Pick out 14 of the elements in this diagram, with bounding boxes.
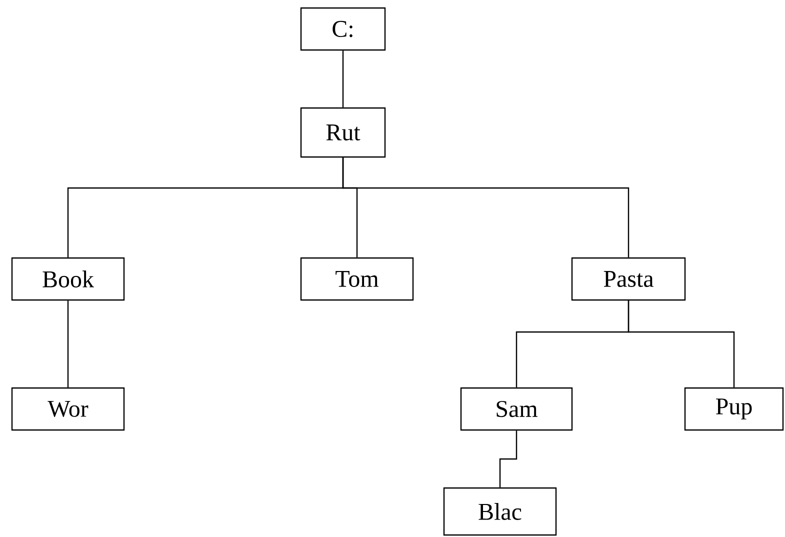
tree-node-box: C:	[300, 7, 386, 51]
tree-node-box: Book	[11, 257, 125, 301]
tree-connector	[67, 300, 69, 388]
tree-node-box: Pup	[684, 387, 784, 431]
tree-connector	[342, 158, 630, 258]
tree-node-box: Sam	[460, 387, 573, 431]
tree-connector	[628, 300, 735, 388]
tree-node-box: Tom	[300, 257, 414, 301]
tree-node-box: Blac	[443, 487, 557, 536]
tree-node-box: Rut	[300, 107, 386, 158]
tree-node-box: Pasta	[571, 257, 686, 301]
tree-connector	[342, 50, 344, 108]
tree-node-box: Wor	[11, 387, 125, 431]
tree-connector	[499, 430, 518, 488]
